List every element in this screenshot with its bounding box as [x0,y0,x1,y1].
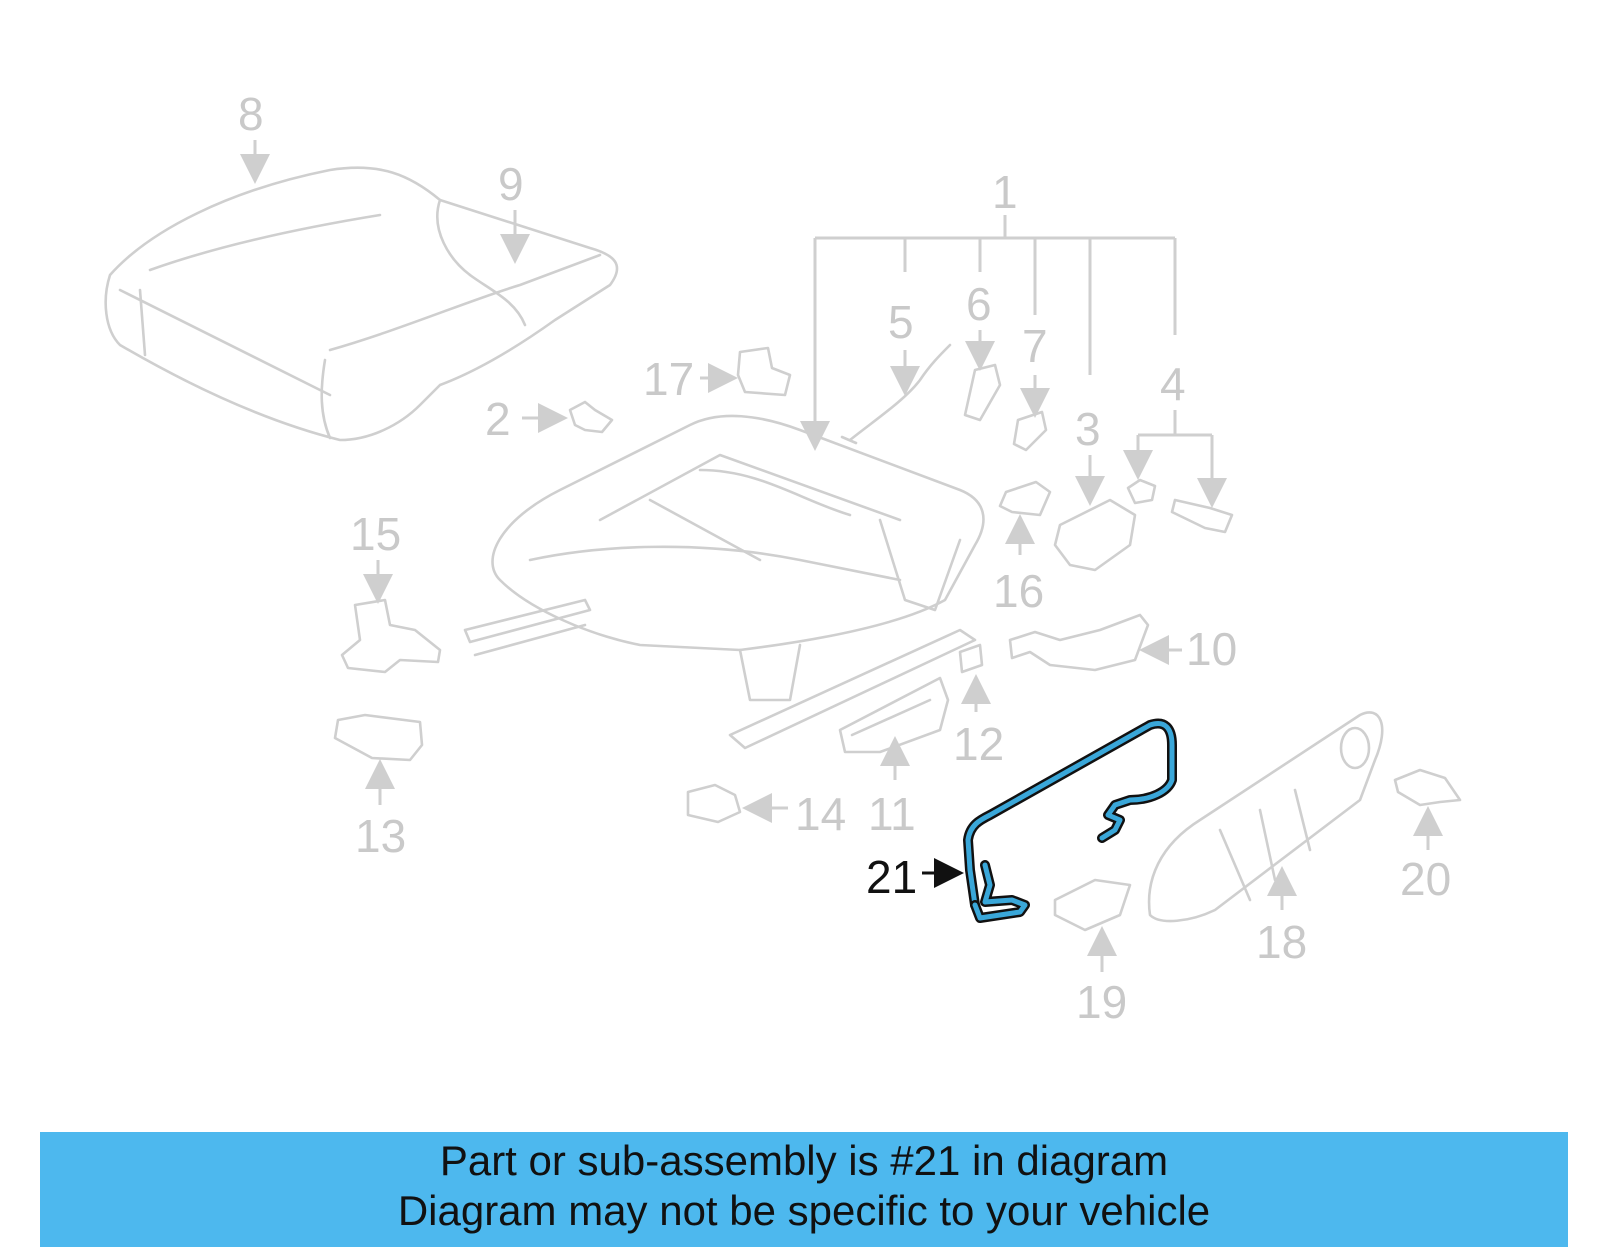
callout-5: 5 [888,296,914,348]
seat-cushion-part [104,166,619,442]
callout-1: 1 [992,166,1018,218]
callout-16: 16 [993,565,1044,617]
callout-9: 9 [498,158,524,210]
banner-part-info: Part or sub-assembly is #21 in diagram [439,1137,1169,1184]
callout-13: 13 [355,810,406,862]
clip-12-part [958,643,984,674]
nut-bolt-part [1126,478,1234,534]
callout-15: 15 [350,508,401,560]
callout-6: 6 [966,278,992,330]
callout-14: 14 [795,788,846,840]
side-shield-part [1147,711,1384,923]
callout-7: 7 [1022,320,1048,372]
bracket-14-part [686,783,742,824]
clip-20-part [1393,768,1462,807]
cover-6-part [963,363,1002,422]
callout-18: 18 [1256,916,1307,968]
callout-17: 17 [643,353,694,405]
trim-11-part [838,676,950,754]
callout-8: 8 [238,88,264,140]
callout-labels: 1 2 3 4 5 6 7 8 9 10 11 12 13 14 15 16 1… [238,88,1451,1028]
bracket-16-part [998,480,1052,517]
callout-21: 21 [866,851,917,903]
banner-disclaimer: Diagram may not be specific to your vehi… [397,1187,1211,1234]
callout-2: 2 [485,393,511,445]
leader-lines [240,140,1443,972]
wire-frame-part-21 [963,718,1177,923]
bracket-10-part [1008,613,1150,672]
callout-12: 12 [953,718,1004,770]
callout-10: 10 [1186,623,1237,675]
parts-diagram: 1 2 3 4 5 6 7 8 9 10 11 12 13 14 15 16 1… [104,88,1462,1028]
cover-3-part [1053,498,1137,572]
callout-19: 19 [1076,976,1127,1028]
callout-4: 4 [1160,358,1186,410]
bracket-13-part [333,713,424,762]
callout-20: 20 [1400,853,1451,905]
bracket-15-part [340,598,442,674]
bracket-19-part [1053,878,1132,932]
callout-3: 3 [1075,403,1101,455]
seat-frame-part [463,414,985,750]
bracket-17-part [736,346,792,397]
cable-part [840,343,952,445]
push-pin-part [568,400,614,434]
clip-7-part [1012,410,1048,452]
info-banner: Part or sub-assembly is #21 in diagram D… [40,1132,1568,1247]
callout-11: 11 [868,788,916,840]
